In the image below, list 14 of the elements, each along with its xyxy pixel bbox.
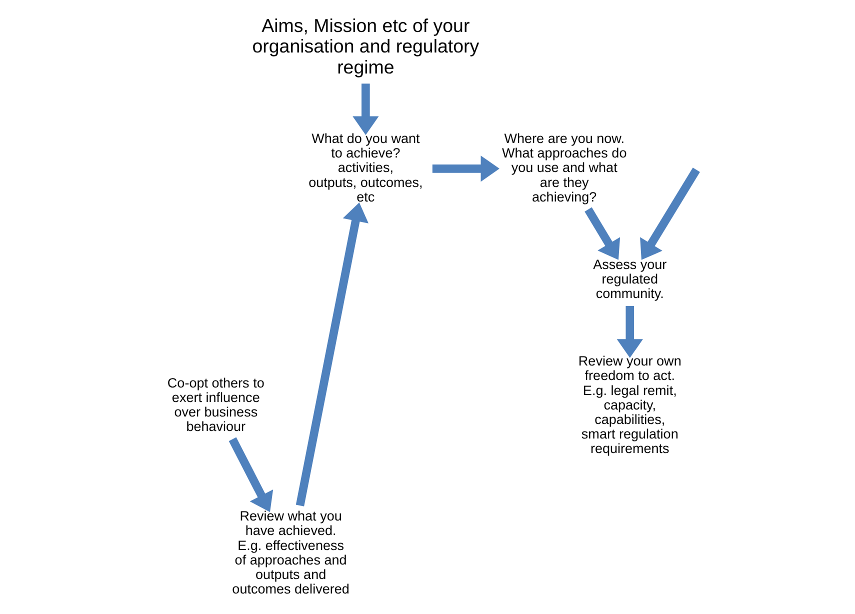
node-text: Assess your regulated community. <box>593 256 667 302</box>
arrow <box>228 437 274 512</box>
arrow <box>296 202 369 506</box>
node-text: Review what you have achieved. E.g. effectiveness of approaches and outputs and outcomes delivered <box>232 508 350 596</box>
node-text: Aims, Mission etc of your organisation and regulatory regime <box>252 14 480 78</box>
node-text: Where are you now. What approaches do you use and what are they achieving? <box>502 131 627 204</box>
node-text: What do you want to achieve? activities, outputs, outcomes, etc <box>308 131 423 204</box>
arrow <box>584 207 620 260</box>
node-text: Review your own freedom to act. E.g. legal remit, capacity, capabilities, smart regulation requirements <box>578 354 682 456</box>
arrow <box>640 168 700 260</box>
arrow <box>352 84 379 135</box>
node-text: Co-opt others to exert influence over business behaviour <box>167 376 264 434</box>
arrow <box>616 306 643 358</box>
arrow <box>432 156 500 182</box>
